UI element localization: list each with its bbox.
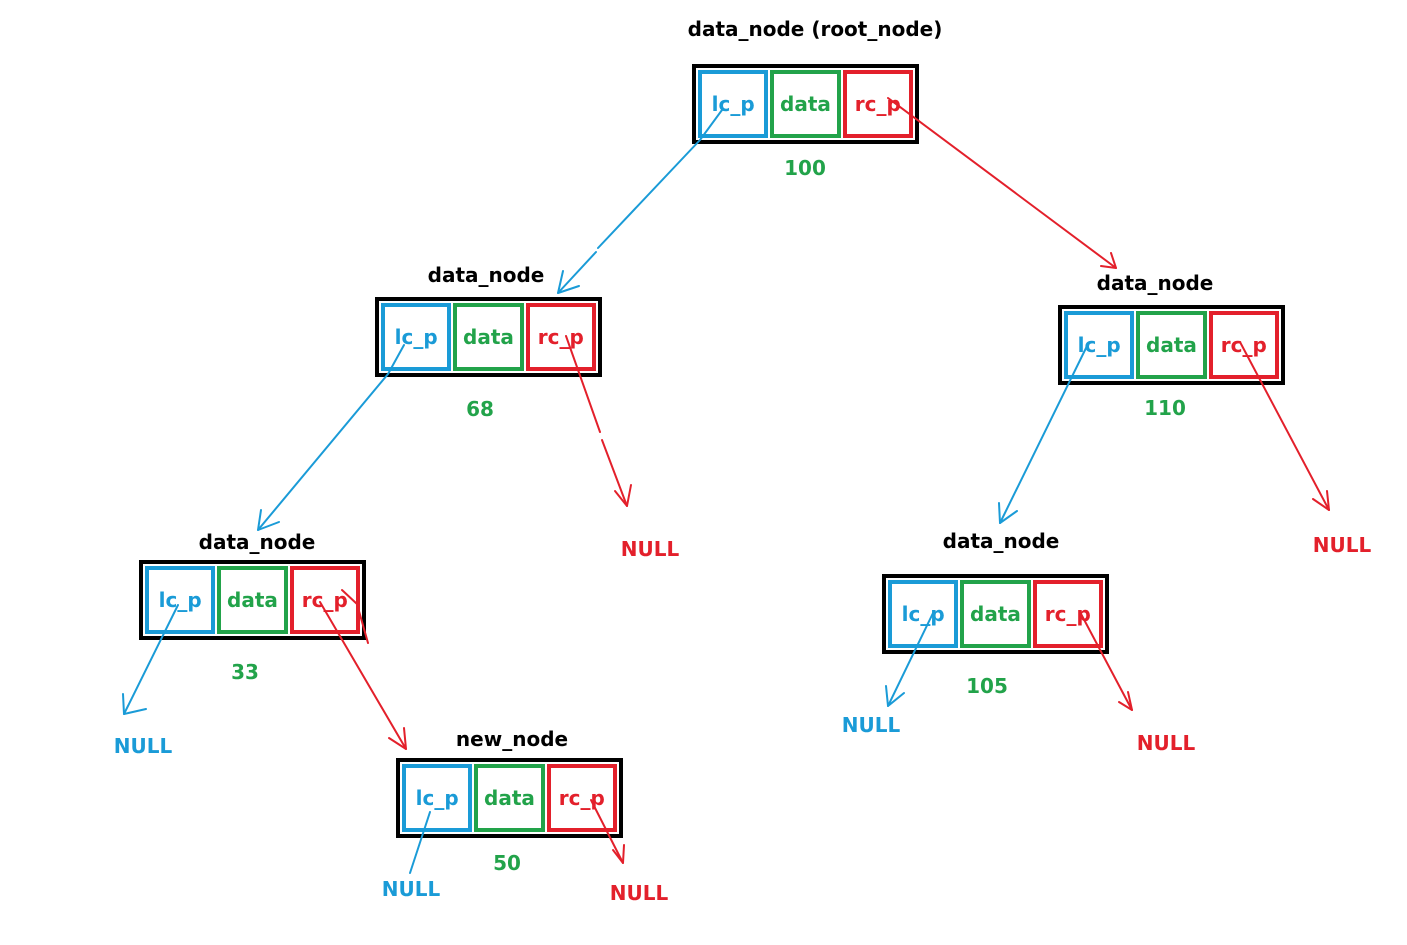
data-cell: data: [217, 566, 288, 634]
right-child-pointer-cell: rc_p: [289, 566, 360, 634]
null-label-105-left: NULL: [841, 713, 901, 737]
node-title-33: data_node: [198, 530, 316, 554]
node-value-root: 100: [784, 156, 826, 180]
left-child-pointer-cell: lc_p: [1064, 311, 1135, 379]
null-label-50-left: NULL: [381, 877, 441, 901]
tree-node-33: lc_p data rc_p: [139, 560, 366, 640]
node-title-110: data_node: [1096, 271, 1214, 295]
data-cell: data: [453, 303, 524, 371]
left-child-pointer-cell: lc_p: [698, 70, 769, 138]
data-cell: data: [1136, 311, 1207, 379]
node-title-new: new_node: [455, 727, 569, 751]
tree-node-68: lc_p data rc_p: [375, 297, 602, 377]
tree-node-root: lc_p data rc_p: [692, 64, 919, 144]
null-label-50-right: NULL: [609, 881, 669, 905]
null-label-33-left: NULL: [113, 734, 173, 758]
node-value-33: 33: [231, 660, 259, 684]
data-cell: data: [770, 70, 841, 138]
node-value-105: 105: [966, 674, 1008, 698]
right-child-pointer-cell: rc_p: [1208, 311, 1279, 379]
node-value-68: 68: [466, 397, 494, 421]
node-value-new: 50: [493, 851, 521, 875]
tree-node-110: lc_p data rc_p: [1058, 305, 1285, 385]
tree-node-new: lc_p data rc_p: [396, 758, 623, 838]
node-title-105: data_node: [942, 529, 1060, 553]
data-cell: data: [960, 580, 1031, 648]
node-title-68: data_node: [427, 263, 545, 287]
null-label-110-right: NULL: [1312, 533, 1372, 557]
right-child-pointer-cell: rc_p: [842, 70, 913, 138]
right-child-pointer-cell: rc_p: [1032, 580, 1103, 648]
tree-node-105: lc_p data rc_p: [882, 574, 1109, 654]
node-value-110: 110: [1144, 396, 1186, 420]
data-cell: data: [474, 764, 545, 832]
left-child-pointer-cell: lc_p: [888, 580, 959, 648]
arrow-root-to-110: [887, 97, 1117, 269]
null-label-68-right: NULL: [620, 537, 680, 561]
node-title-root: data_node (root_node): [687, 17, 943, 41]
left-child-pointer-cell: lc_p: [402, 764, 473, 832]
right-child-pointer-cell: rc_p: [525, 303, 596, 371]
left-child-pointer-cell: lc_p: [381, 303, 452, 371]
left-child-pointer-cell: lc_p: [145, 566, 216, 634]
right-child-pointer-cell: rc_p: [546, 764, 617, 832]
null-label-105-right: NULL: [1136, 731, 1196, 755]
